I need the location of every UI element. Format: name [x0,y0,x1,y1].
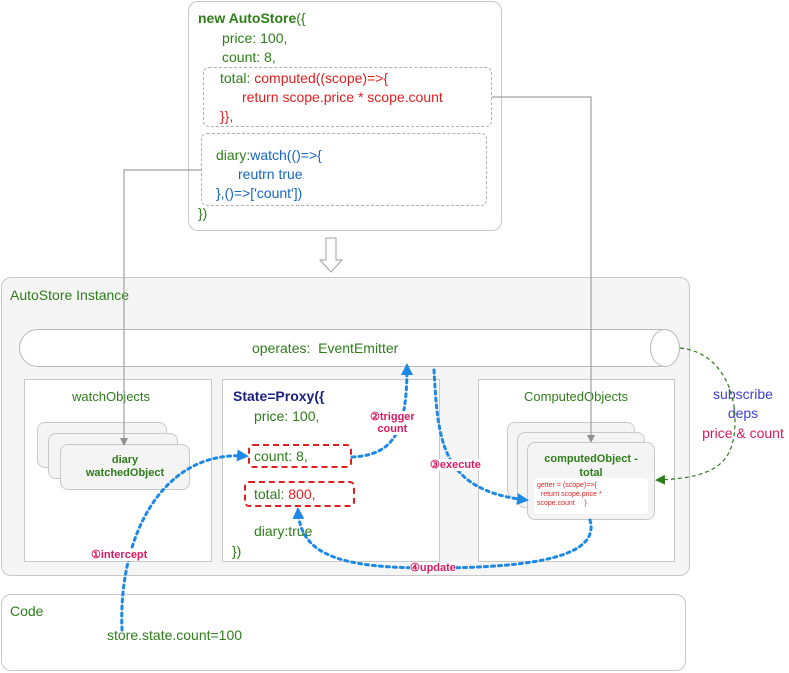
def-line-1: new AutoStore({ [198,8,306,28]
def-diary-key: diary: [216,147,251,163]
computed-objects-title: ComputedObjects [524,389,629,404]
def-total-line: total: computed((scope)=>{ [220,68,388,88]
intercept-label: ①intercept [91,549,148,561]
def-total-fn: computed((scope)=>{ [254,70,389,86]
code-panel-title: Code [10,603,44,619]
computed-getter-code: getter = (scope)=>{ return scope.price *… [537,482,602,507]
watch-objects-title: watchObjects [72,389,151,404]
deps-line: deps [727,405,759,421]
instance-title: AutoStore Instance [10,287,130,303]
def-price: price: 100, [222,30,288,46]
state-diary-key: diary: [254,523,289,539]
state-close: }) [232,543,242,559]
state-price: price: 100, [254,408,320,424]
state-total-key: total: [254,486,289,502]
code-panel [1,594,686,671]
def-diary-line: diary:watch(()=>{ [216,145,322,165]
execute-label: ③execute [430,459,481,471]
def-close: }) [198,205,208,221]
def-total-end: }}, [220,108,234,124]
state-count: count: 8, [254,448,308,464]
state-total-value: 800, [288,486,316,502]
diary-watched-object-label: diary watchedObject [85,454,165,479]
total-def-box [203,67,492,127]
def-count: count: 8, [222,49,276,65]
code-statement: store.state.count=100 [107,627,243,643]
def-diary-end: },()=>['count']) [216,185,303,201]
def-diary-fn: watch(()=>{ [250,147,322,163]
diary-def-box [201,133,487,206]
def-total-key: total: [220,70,255,86]
state-diary-value: true [288,523,313,539]
def-total-body: return scope.price * scope.count [242,89,443,105]
state-head: State=Proxy({ [233,388,325,404]
subscribe-line: subscribe [713,386,773,402]
state-total-line: total: 800, [254,484,316,504]
pipe-end-cap [650,329,680,367]
computed-object-total-label: computedObject - total [544,453,638,479]
state-diary-line: diary:true [254,521,312,541]
price-count-line: price & count [702,425,784,441]
def-open: ({ [296,10,306,26]
operates-label: operates: EventEmitter [252,340,399,356]
computed-getter-box [534,478,648,514]
def-keyword: new AutoStore [198,10,297,26]
store-definition-box [188,1,502,231]
update-label: ④update [410,562,456,574]
trigger-label: ②trigger count [370,411,415,435]
def-diary-body: reutrn true [238,166,303,182]
